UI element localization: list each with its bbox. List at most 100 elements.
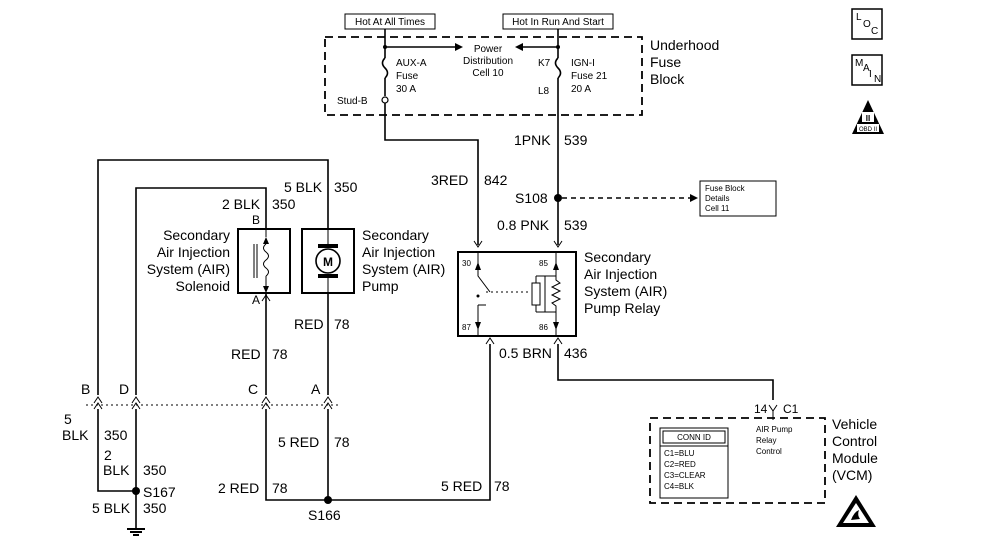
wire-539-08pnk-circuit: 539	[564, 217, 588, 233]
power-distribution-3: Cell 10	[472, 68, 504, 79]
wire-436-circuit: 436	[564, 345, 588, 361]
wire-78-2red-lower	[265, 409, 328, 501]
fuse-block-details-2: Details	[705, 194, 729, 203]
relay-title-2: Air Injection	[584, 266, 657, 282]
pump-title-1: Secondary	[362, 227, 429, 243]
wire-539-1pnk-circuit: 539	[564, 132, 588, 148]
main-icon-n: N	[874, 74, 881, 85]
air-solenoid	[237, 228, 291, 294]
splice-s166	[324, 496, 332, 504]
esd-warning-icon	[836, 495, 876, 527]
underhood-fuse-block-title-3: Block	[650, 71, 685, 87]
conn-id-title: CONN ID	[677, 433, 711, 442]
ground-icon	[127, 528, 145, 536]
loc-icon: L O C	[851, 8, 883, 40]
pump-motor-icon	[315, 248, 341, 274]
conn-id-c3: C3=CLEAR	[664, 471, 706, 480]
pump-title-4: Pump	[362, 278, 399, 294]
conn-id-c1: C1=BLU	[664, 449, 695, 458]
wire-78-5red-mid-color: 5 RED	[278, 434, 319, 450]
aux-a-fuse-name: AUX-A	[396, 58, 427, 69]
connector-a: A	[311, 381, 321, 397]
hot-at-all-times-text: Hot At All Times	[355, 17, 425, 28]
solenoid-title-4: Solenoid	[176, 278, 231, 294]
wire-350-5blk-bottom-circuit: 350	[143, 500, 167, 516]
wire-436-brn	[557, 344, 774, 400]
vcm-function-1: AIR Pump	[756, 425, 793, 434]
wire-350-2blk-mid-gauge: 2	[104, 447, 112, 463]
fuse-block-details-3: Cell 11	[705, 204, 730, 213]
pump-motor-letter: M	[323, 255, 333, 269]
ign-i-fuse-symbol	[554, 57, 562, 79]
wire-350-5blk-mid-color: BLK	[62, 427, 89, 443]
fuse-block-details-1: Fuse Block	[705, 184, 746, 193]
main-icon: M A I N	[851, 54, 883, 86]
wire-350-5blk-mid-circuit: 350	[104, 427, 128, 443]
wire-350-5blk-top-circuit: 350	[334, 179, 358, 195]
wire-436-color: 0.5 BRN	[499, 345, 552, 361]
relay-pin-87: 87	[462, 323, 471, 332]
loc-icon-c: C	[871, 26, 878, 37]
hot-at-all-times-label: Hot At All Times	[344, 13, 436, 30]
vcm-title-2: Control	[832, 433, 877, 449]
ign-fuse-pin-l8: L8	[538, 86, 550, 97]
obd-icon-text: OBD II	[859, 127, 877, 133]
main-icon-m: M	[855, 58, 863, 69]
stud-b-label: Stud-B	[337, 96, 368, 107]
solenoid-pin-b: B	[252, 213, 260, 227]
vcm-function-2: Relay	[756, 436, 776, 445]
wire-350-5blk-mid-gauge: 5	[64, 411, 72, 427]
vcm-conn-id-table: CONN ID C1=BLU C2=RED C3=CLEAR C4=BLK	[659, 427, 729, 499]
loc-icon-o: O	[863, 19, 871, 30]
connector-d: D	[119, 381, 129, 397]
wire-78-pump-circuit: 78	[334, 316, 350, 332]
underhood-fuse-block-title-2: Fuse	[650, 54, 681, 70]
wire-350-2blk-to-solenoid	[135, 187, 267, 395]
aux-a-fuse-symbol	[381, 57, 389, 79]
ign-i-fuse-number: Fuse 21	[571, 71, 608, 82]
loc-icon-l: L	[856, 12, 862, 23]
obd-ii-icon: II OBD II	[852, 100, 884, 134]
splice-s167	[132, 487, 140, 495]
vcm-function-3: Control	[756, 447, 782, 456]
solenoid-coil	[263, 243, 269, 277]
vcm-title-3: Module	[832, 450, 878, 466]
aux-a-fuse-rating: 30 A	[396, 84, 416, 95]
vcm-pin-connector: C1	[783, 402, 799, 416]
wire-842-circuit: 842	[484, 172, 508, 188]
connector-c: C	[248, 381, 258, 397]
wire-78-relay-to-s166	[328, 344, 491, 501]
underhood-fuse-block-title-1: Underhood	[650, 37, 719, 53]
vcm-pin-number: 14	[754, 402, 768, 416]
conn-id-c2: C2=RED	[664, 460, 696, 469]
solenoid-title-1: Secondary	[163, 227, 230, 243]
connector-b: B	[81, 381, 90, 397]
wire-539-1pnk-color: 1PNK	[514, 132, 551, 148]
conn-id-c4: C4=BLK	[664, 482, 695, 491]
wire-78-pump-color: RED	[294, 316, 324, 332]
aux-a-fuse-word: Fuse	[396, 71, 419, 82]
solenoid-title-2: Air Injection	[157, 244, 230, 260]
wire-350-2blk-mid-circuit: 350	[143, 462, 167, 478]
splice-s166-label: S166	[308, 507, 341, 523]
vcm-title-4: (VCM)	[832, 467, 872, 483]
splice-s108	[554, 194, 562, 202]
relay-pin-86: 86	[539, 323, 548, 332]
ign-fuse-pin-k7: K7	[538, 58, 551, 69]
power-distribution-2: Distribution	[463, 56, 513, 67]
hot-in-run-and-start-label: Hot In Run And Start	[502, 13, 614, 30]
main-icon-i: I	[869, 69, 872, 80]
relay-pin-85: 85	[539, 259, 548, 268]
wire-78-5red-bottom-color: 5 RED	[441, 478, 482, 494]
wire-350-5blk-lower	[97, 409, 136, 492]
splice-s167-label: S167	[143, 484, 176, 500]
ign-i-fuse-rating: 20 A	[571, 84, 591, 95]
hot-in-run-and-start-text: Hot In Run And Start	[512, 17, 604, 28]
relay-title-1: Secondary	[584, 249, 651, 265]
power-distribution-1: Power	[474, 44, 503, 55]
wire-350-2blk-mid-color: BLK	[103, 462, 130, 478]
wire-539-08pnk-color: 0.8 PNK	[497, 217, 550, 233]
stud-b-terminal	[381, 96, 389, 104]
wire-350-5blk-top-color: 5 BLK	[284, 179, 323, 195]
